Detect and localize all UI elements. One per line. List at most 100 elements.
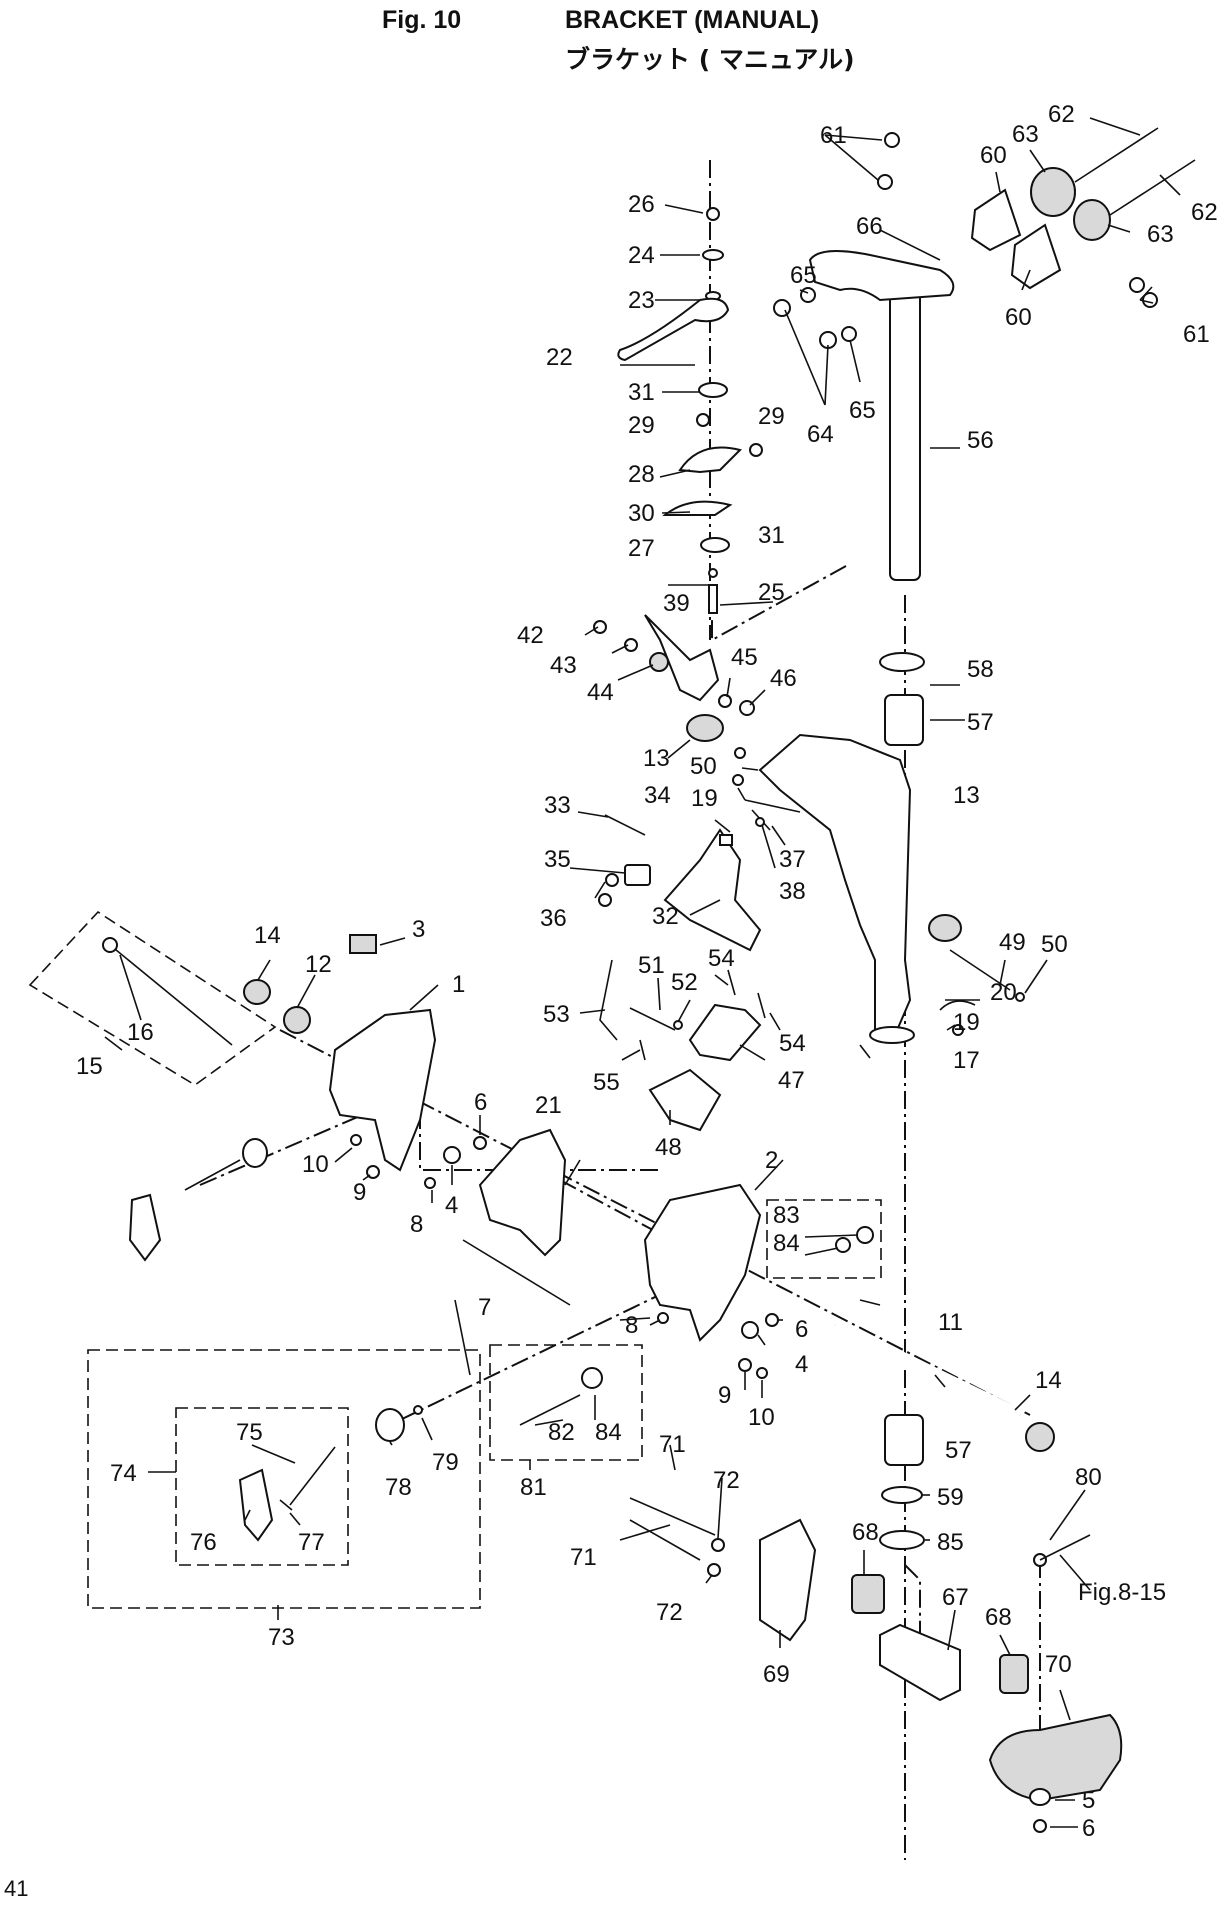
screw-19-a (732, 774, 744, 786)
washer-78 (375, 1408, 405, 1442)
bolt-62-lower (1109, 159, 1196, 216)
bracket-link-line (559, 1179, 691, 1251)
callout-1: 1 (452, 971, 465, 998)
nut-72-upper (711, 1538, 725, 1552)
callout-78: 78 (385, 1474, 412, 1501)
callout-48: 48 (655, 1134, 682, 1161)
callout-labels: 1 2 3 4 4 5 6 6 6 7 8 8 9 9 10 10 11 12 … (76, 101, 1218, 1842)
washer-8-left (424, 1177, 436, 1189)
callout-68-right: 68 (985, 1604, 1012, 1631)
washer-8-right (657, 1312, 669, 1324)
bushing-57-upper (884, 694, 924, 746)
collar-34 (719, 834, 733, 846)
callout-31-lower: 31 (758, 522, 785, 549)
nut-83 (856, 1226, 874, 1244)
steering-arm-66 (808, 250, 955, 302)
callout-82: 82 (548, 1419, 575, 1446)
bolt-71-lower (629, 1519, 701, 1561)
bracket-69 (759, 1518, 817, 1642)
callout-67: 67 (942, 1584, 969, 1611)
link-48 (648, 1068, 722, 1132)
bolt-7 (462, 1239, 571, 1306)
clip-50 (734, 747, 746, 759)
callout-83: 83 (773, 1202, 800, 1229)
callout-12: 12 (305, 951, 332, 978)
washer-left-lever (242, 1138, 268, 1168)
washer-43 (624, 638, 638, 652)
bolt-61-c (1129, 277, 1145, 293)
stopper-70 (988, 1713, 1123, 1802)
callout-80: 80 (1075, 1464, 1102, 1491)
bolt-82 (519, 1394, 581, 1426)
callout-50-lower: 50 (1041, 931, 1068, 958)
spring-55 (639, 1039, 646, 1061)
group-boxes (28, 910, 882, 1609)
callout-19-lower: 19 (953, 1009, 980, 1036)
bushing-57-lower (884, 1414, 924, 1466)
figure-number: Fig. 10 (382, 6, 462, 34)
callout-47: 47 (778, 1067, 805, 1094)
callout-69: 69 (763, 1661, 790, 1688)
washer-59 (881, 1486, 923, 1504)
bolt-61-b (877, 174, 893, 190)
clip-79 (413, 1405, 423, 1415)
callout-76: 76 (190, 1529, 217, 1556)
screw-29-right (749, 443, 763, 457)
bolt-6-right (765, 1313, 779, 1327)
callout-68-left: 68 (852, 1519, 879, 1546)
callout-28: 28 (628, 461, 655, 488)
callout-49: 49 (999, 929, 1026, 956)
callout-32: 32 (652, 903, 679, 930)
washer-10-right (756, 1367, 768, 1379)
screw-29-left (696, 413, 710, 427)
screw-19-b (952, 1024, 964, 1036)
tilt-link-47 (688, 1003, 762, 1062)
stern-bracket-1 (328, 1008, 437, 1172)
callout-43: 43 (550, 652, 577, 679)
swivel-bracket-17-bottom (869, 1026, 915, 1044)
callout-45: 45 (731, 644, 758, 671)
callout-16: 16 (127, 1019, 154, 1046)
callout-9-right: 9 (718, 1382, 731, 1409)
callout-84-upper: 84 (773, 1230, 800, 1257)
callout-65-lower: 65 (849, 397, 876, 424)
nut-64-a (773, 299, 791, 317)
group-box-74 (175, 1407, 349, 1566)
callout-55: 55 (593, 1069, 620, 1096)
collar-5 (1029, 1788, 1051, 1806)
callout-29-right: 29 (758, 403, 785, 430)
callout-63-lower: 63 (1147, 221, 1174, 248)
nut-72-lower (707, 1563, 721, 1577)
callout-77: 77 (298, 1529, 325, 1556)
callout-54-lower: 54 (779, 1030, 806, 1057)
callout-54-upper: 54 (708, 945, 735, 972)
tilt-tube-11-body (832, 1319, 1023, 1421)
washer-58 (879, 652, 925, 672)
pin-25 (708, 584, 718, 614)
callout-34: 34 (644, 782, 671, 809)
callout-74: 74 (110, 1460, 137, 1487)
callout-6-left: 6 (474, 1089, 487, 1116)
pin-77 (279, 1499, 293, 1511)
collar-4-left (443, 1146, 461, 1164)
callout-22: 22 (546, 344, 573, 371)
callout-37: 37 (779, 846, 806, 873)
callout-56: 56 (967, 427, 994, 454)
callout-35: 35 (544, 846, 571, 873)
stopper-axis-line (904, 1564, 921, 1650)
callout-57-lower: 57 (945, 1437, 972, 1464)
pin-51 (629, 1007, 676, 1031)
callout-84-lower: 84 (595, 1419, 622, 1446)
callout-3: 3 (412, 916, 425, 943)
callout-14-left: 14 (254, 922, 281, 949)
pad-68-left (851, 1574, 885, 1614)
stern-bracket-2 (643, 1183, 762, 1342)
washer-65-a (800, 287, 816, 303)
callout-51: 51 (638, 952, 665, 979)
spring-20 (939, 1000, 976, 1011)
mount-housing-60-lower (1010, 223, 1062, 290)
callout-59: 59 (937, 1484, 964, 1511)
callout-20: 20 (990, 979, 1017, 1006)
callout-71-lower: 71 (570, 1544, 597, 1571)
collar-4-right (741, 1321, 759, 1339)
